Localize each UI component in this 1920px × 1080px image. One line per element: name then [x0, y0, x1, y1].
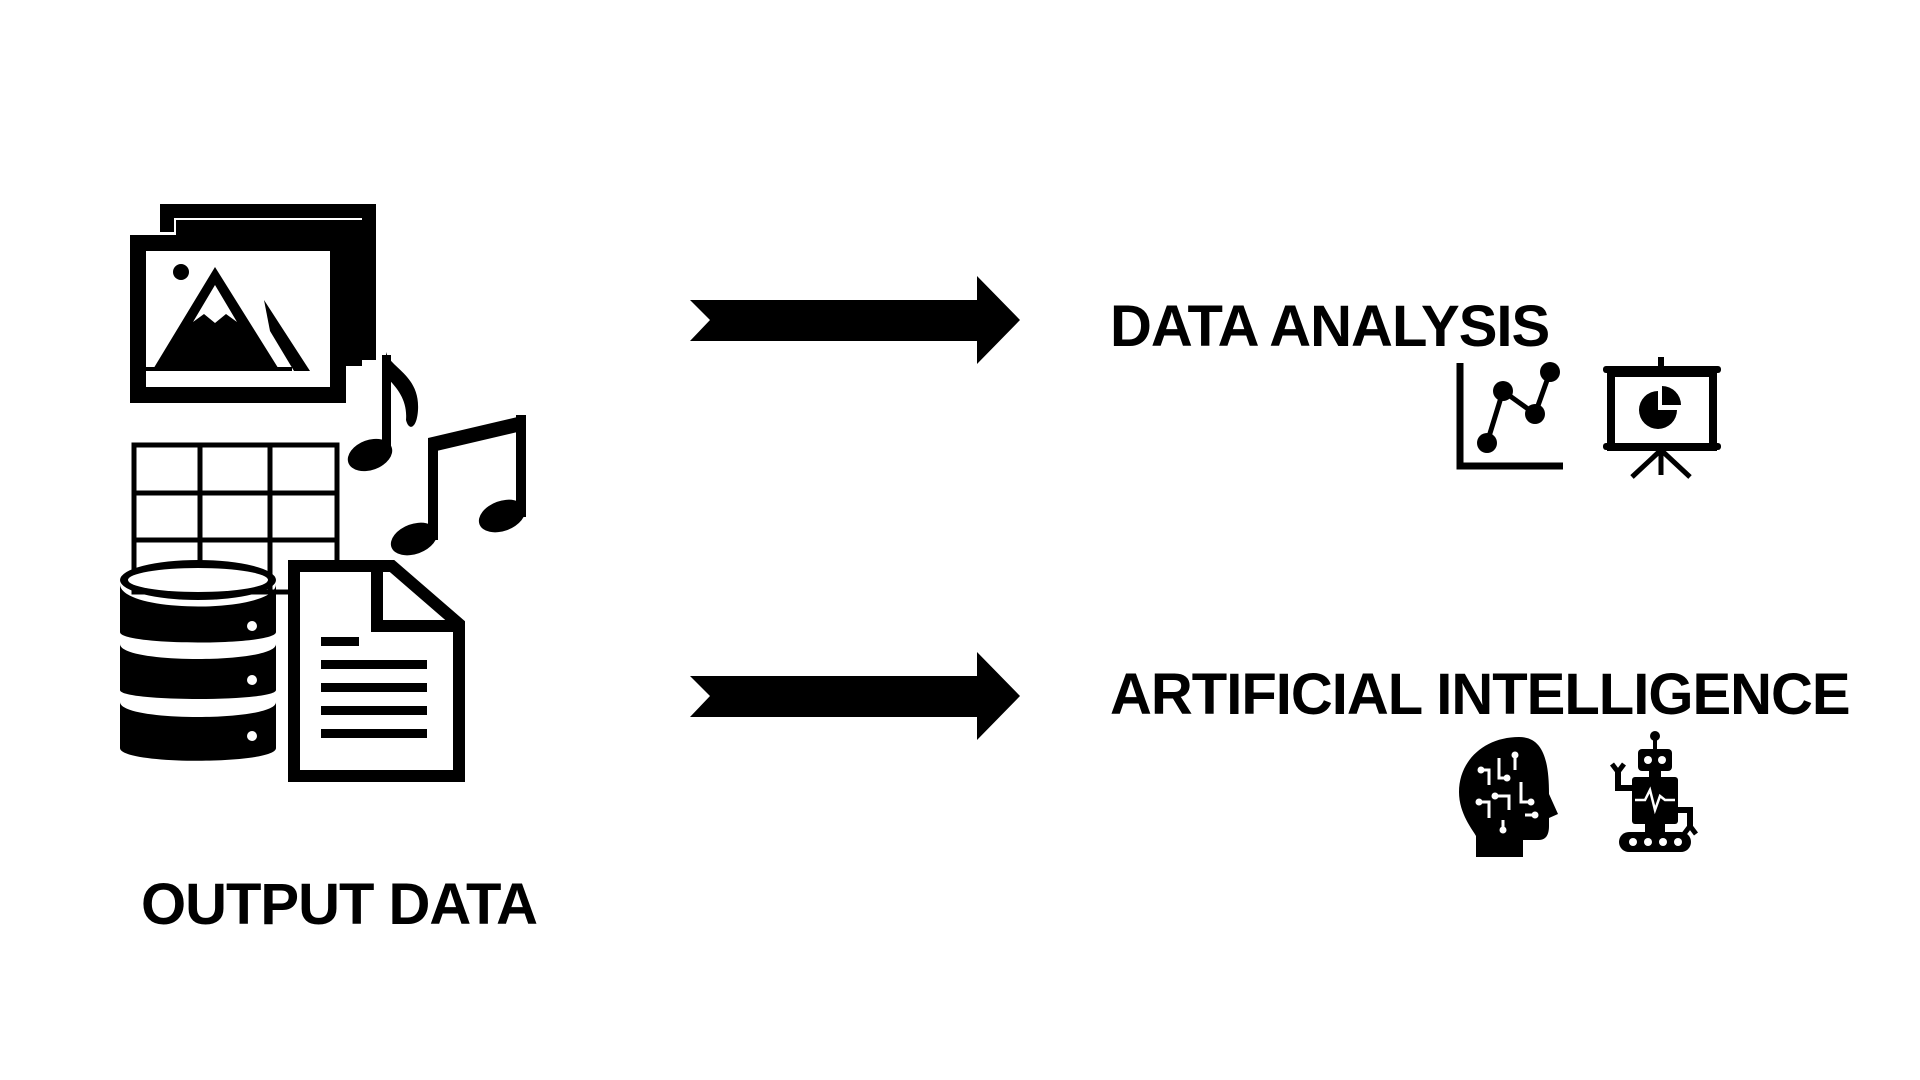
arrow-to-data-analysis [690, 276, 1020, 364]
ai-icons [1459, 731, 1698, 857]
source-icon-cluster [120, 204, 526, 782]
data-analysis-icons [1456, 357, 1721, 479]
database-icon [120, 560, 276, 761]
document-icon [288, 560, 465, 782]
line-chart-icon [1456, 362, 1563, 470]
artificial-intelligence-label: ARTIFICIAL INTELLIGENCE [1110, 662, 1851, 727]
output-data-label: OUTPUT DATA [141, 872, 538, 937]
presentation-pie-chart-icon [1603, 357, 1721, 479]
ai-head-circuit-icon [1459, 737, 1558, 857]
music-notes-icon [347, 352, 526, 556]
data-analysis-label: DATA ANALYSIS [1110, 294, 1550, 359]
arrow-to-artificial-intelligence [690, 652, 1020, 740]
robot-icon [1610, 731, 1698, 852]
image-gallery-icon [130, 204, 376, 403]
